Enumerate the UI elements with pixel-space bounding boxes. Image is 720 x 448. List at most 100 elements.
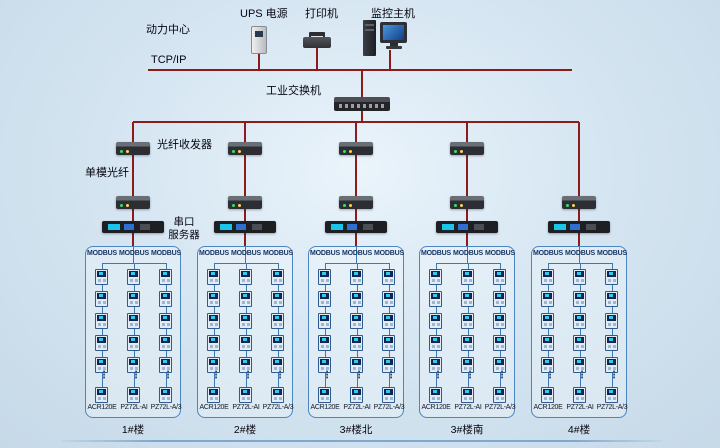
meter-screen bbox=[384, 315, 393, 321]
building-label: 2#楼 bbox=[233, 424, 257, 436]
meter-icon bbox=[350, 357, 363, 373]
meter-model-label: PZ72L-A/3 bbox=[150, 404, 182, 411]
meter-screen bbox=[320, 271, 329, 277]
meter-screen bbox=[607, 359, 616, 365]
meter-icon bbox=[429, 291, 442, 307]
meter-screen bbox=[543, 315, 552, 321]
meter-icon bbox=[350, 291, 363, 307]
meter-screen bbox=[161, 293, 170, 299]
modbus-label: MODBUS bbox=[310, 250, 340, 257]
meter-icon bbox=[95, 291, 108, 307]
meter-screen bbox=[575, 359, 584, 365]
meter-icon bbox=[127, 387, 140, 403]
modbus-label: MODBUS bbox=[199, 250, 229, 257]
meter-icon bbox=[541, 387, 554, 403]
bus-feed-line bbox=[245, 247, 246, 263]
meter-icon bbox=[159, 313, 172, 329]
meter-icon bbox=[350, 335, 363, 351]
ellipsis-dots: ⋮ bbox=[322, 370, 332, 381]
building-label: 1#楼 bbox=[121, 424, 145, 436]
meter-icon bbox=[239, 335, 252, 351]
meter-icon bbox=[271, 357, 284, 373]
meter-icon bbox=[573, 269, 586, 285]
meter-icon bbox=[429, 313, 442, 329]
fiber-transceiver-icon bbox=[562, 196, 596, 209]
meter-icon bbox=[207, 335, 220, 351]
meter-screen bbox=[209, 359, 218, 365]
meter-icon bbox=[429, 269, 442, 285]
meter-screen bbox=[352, 271, 361, 277]
meter-icon bbox=[493, 335, 506, 351]
meter-screen bbox=[241, 389, 250, 395]
meter-screen bbox=[161, 271, 170, 277]
meter-screen bbox=[273, 293, 282, 299]
meter-screen bbox=[161, 315, 170, 321]
meter-screen bbox=[431, 359, 440, 365]
meter-bus-line bbox=[580, 263, 581, 395]
industrial-switch-icon bbox=[334, 97, 390, 111]
meter-icon bbox=[605, 269, 618, 285]
meter-icon bbox=[159, 291, 172, 307]
meter-bus-line bbox=[548, 263, 549, 395]
fiber-transceiver-icon bbox=[339, 142, 373, 155]
meter-screen bbox=[97, 293, 106, 299]
host-label: 监控主机 bbox=[371, 8, 415, 20]
meter-screen bbox=[320, 359, 329, 365]
modbus-label: MODBUS bbox=[231, 250, 261, 257]
tcpip-label: TCP/IP bbox=[151, 54, 187, 66]
meter-screen bbox=[431, 337, 440, 343]
meter-screen bbox=[607, 315, 616, 321]
meter-screen bbox=[209, 293, 218, 299]
meter-screen bbox=[352, 389, 361, 395]
ellipsis-dots: ⋮ bbox=[433, 370, 443, 381]
meter-icon bbox=[493, 357, 506, 373]
printer-lid bbox=[309, 32, 325, 38]
serial-server-label: 串口 服务器 bbox=[168, 216, 200, 241]
meter-icon bbox=[318, 269, 331, 285]
meter-screen bbox=[607, 389, 616, 395]
bus-feed-line bbox=[133, 247, 134, 263]
meter-icon bbox=[461, 269, 474, 285]
meter-model-label: PZ72L-A/3 bbox=[373, 404, 405, 411]
printer-label: 打印机 bbox=[305, 8, 338, 20]
meter-screen bbox=[273, 337, 282, 343]
meter-icon bbox=[350, 313, 363, 329]
meter-icon bbox=[382, 269, 395, 285]
modbus-label: MODBUS bbox=[374, 250, 404, 257]
meter-screen bbox=[320, 337, 329, 343]
building-label: 3#楼南 bbox=[450, 424, 484, 436]
meter-icon bbox=[318, 291, 331, 307]
meter-screen bbox=[384, 293, 393, 299]
ellipsis-dots: ⋮ bbox=[465, 370, 475, 381]
meter-screen bbox=[273, 359, 282, 365]
meter-icon bbox=[271, 313, 284, 329]
meter-model-label: PZ72L-A/3 bbox=[484, 404, 516, 411]
meter-bus-line bbox=[389, 263, 390, 395]
meter-model-label: ACR120E bbox=[310, 404, 340, 411]
meter-screen bbox=[273, 389, 282, 395]
ellipsis-dots: ⋮ bbox=[545, 370, 555, 381]
meter-icon bbox=[605, 335, 618, 351]
host-tower bbox=[363, 20, 376, 56]
meter-icon bbox=[350, 387, 363, 403]
meter-icon bbox=[207, 357, 220, 373]
meter-screen bbox=[543, 389, 552, 395]
meter-icon bbox=[318, 387, 331, 403]
meter-icon bbox=[429, 387, 442, 403]
meter-screen bbox=[431, 271, 440, 277]
meter-screen bbox=[352, 359, 361, 365]
meter-icon bbox=[207, 269, 220, 285]
ellipsis-dots: ⋮ bbox=[163, 370, 173, 381]
meter-bus-line bbox=[468, 263, 469, 395]
meter-screen bbox=[241, 271, 250, 277]
serial-server-icon bbox=[548, 221, 610, 233]
meter-icon bbox=[207, 313, 220, 329]
meter-screen bbox=[543, 337, 552, 343]
meter-icon bbox=[382, 387, 395, 403]
printer-icon bbox=[303, 32, 331, 48]
power-center-label: 动力中心 bbox=[146, 24, 190, 36]
meter-icon bbox=[461, 291, 474, 307]
